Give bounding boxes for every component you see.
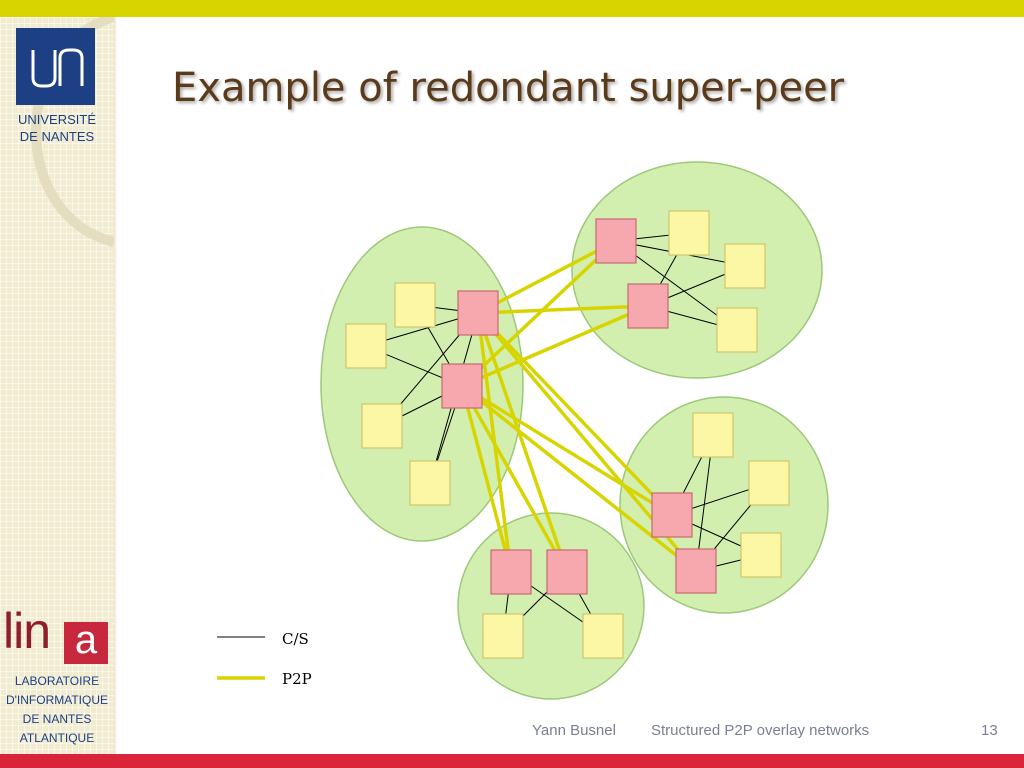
super-peer-node (441, 363, 483, 409)
p2p-link (477, 239, 617, 315)
lab-line-4: ATLANTIQUE (19, 731, 95, 745)
legend-p2p-label: P2P (282, 670, 312, 688)
super-peer-node (651, 492, 693, 538)
peer-node (361, 403, 403, 449)
peer-node (748, 460, 790, 506)
p2p-link (476, 311, 674, 517)
peer-node (740, 532, 782, 578)
p2p-link (461, 304, 649, 388)
legend-cs-label: C/S (282, 630, 309, 648)
peer-nodes (345, 210, 790, 659)
super-peer-node (627, 283, 669, 329)
cluster-top-right (571, 161, 823, 379)
slide-title: Example of redondant super-peer (172, 65, 845, 111)
super-peer-node (546, 549, 588, 595)
super-peer-node (457, 290, 499, 336)
peer-node (345, 323, 387, 369)
lab-name: LABORATOIRE D'INFORMATIQUE DE NANTES ATL… (0, 672, 114, 748)
footer-page-number: 13 (981, 722, 998, 739)
university-monogram-icon (31, 48, 84, 88)
footer-talk-title: Structured P2P overlay networks (651, 722, 870, 739)
peer-node (724, 243, 766, 289)
peer-node (409, 460, 451, 506)
sidebar-edge (114, 17, 117, 754)
peer-node (668, 210, 710, 256)
university-line-1: UNIVERSITÉ (17, 112, 96, 127)
university-name: UNIVERSITÉ DE NANTES (0, 111, 114, 145)
bottom-accent-bar (0, 754, 1024, 768)
lab-line-3: DE NANTES (22, 712, 92, 726)
super-peer-nodes (441, 218, 717, 595)
p2p-link (461, 384, 673, 517)
university-logo (16, 28, 95, 105)
footer-author: Yann Busnel (532, 722, 616, 739)
p2p-link (460, 239, 618, 388)
university-line-2: DE NANTES (19, 129, 95, 144)
cs-link (695, 434, 714, 572)
lab-logo-word: lin (3, 603, 51, 659)
top-accent-bar (0, 0, 1024, 17)
peer-node (716, 307, 758, 353)
lab-line-1: LABORATOIRE (14, 674, 100, 688)
peer-node (582, 613, 624, 659)
p2p-links (460, 239, 698, 573)
super-peer-node (595, 218, 637, 264)
peer-node (482, 613, 524, 659)
lab-line-2: D'INFORMATIQUE (5, 693, 109, 707)
peer-node (394, 282, 436, 328)
p2p-link (460, 385, 569, 573)
p2p-link (477, 304, 649, 315)
super-peer-node (490, 549, 532, 595)
peer-node (692, 412, 734, 458)
super-peer-node (675, 548, 717, 594)
p2p-link (460, 385, 513, 573)
p2p-link (460, 384, 698, 573)
lab-logo-box: a (64, 620, 108, 664)
